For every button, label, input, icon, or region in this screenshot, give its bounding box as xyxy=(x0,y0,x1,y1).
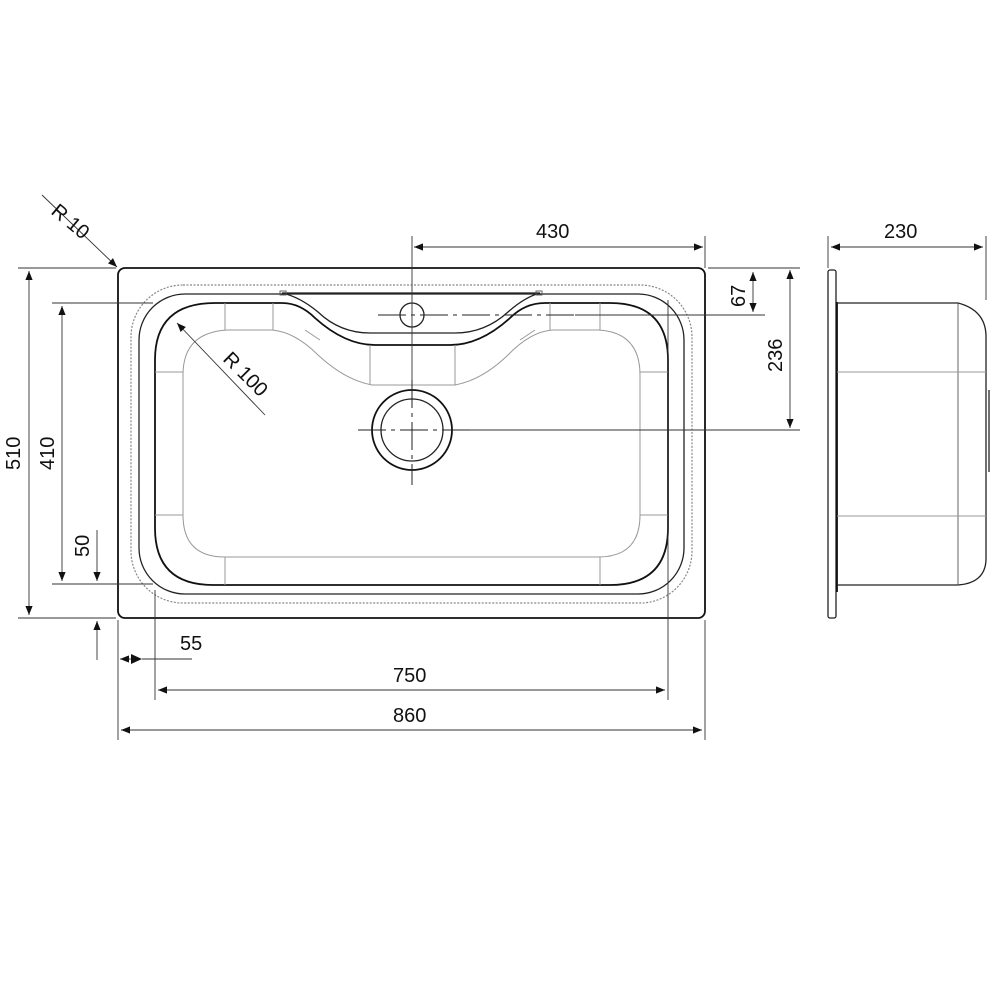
dim-230-label: 230 xyxy=(884,221,917,243)
rim-outer xyxy=(130,284,693,604)
rim-inner xyxy=(138,293,685,595)
dim-55-right-arrow xyxy=(131,654,142,664)
dim-430-label: 430 xyxy=(536,221,569,243)
side-view: 230 xyxy=(827,221,990,619)
top-view xyxy=(117,236,800,619)
floor-ribs xyxy=(155,303,668,585)
dim-410-label: 410 xyxy=(37,437,59,470)
dim-50-label: 50 xyxy=(72,535,94,557)
bowl-floor xyxy=(182,329,641,558)
overflow-plate xyxy=(281,292,541,334)
plate-clip-left xyxy=(279,290,287,296)
dim-860-label: 860 xyxy=(393,705,426,727)
plate-clip-right xyxy=(535,290,543,296)
side-flange xyxy=(827,269,837,619)
sink-outer-edge xyxy=(117,267,706,619)
bowl-edge xyxy=(154,302,669,586)
dimensions: R 10 R 100 430 67 236 510 410 50 xyxy=(3,194,800,740)
r100-leader xyxy=(176,322,266,416)
side-bowl xyxy=(837,302,987,586)
dim-55-label: 55 xyxy=(180,633,202,655)
dim-510-label: 510 xyxy=(3,437,25,470)
r10-leader xyxy=(41,194,118,268)
dim-750-label: 750 xyxy=(393,665,426,687)
dim-236-label: 236 xyxy=(765,339,787,372)
dim-67-label: 67 xyxy=(728,285,750,307)
